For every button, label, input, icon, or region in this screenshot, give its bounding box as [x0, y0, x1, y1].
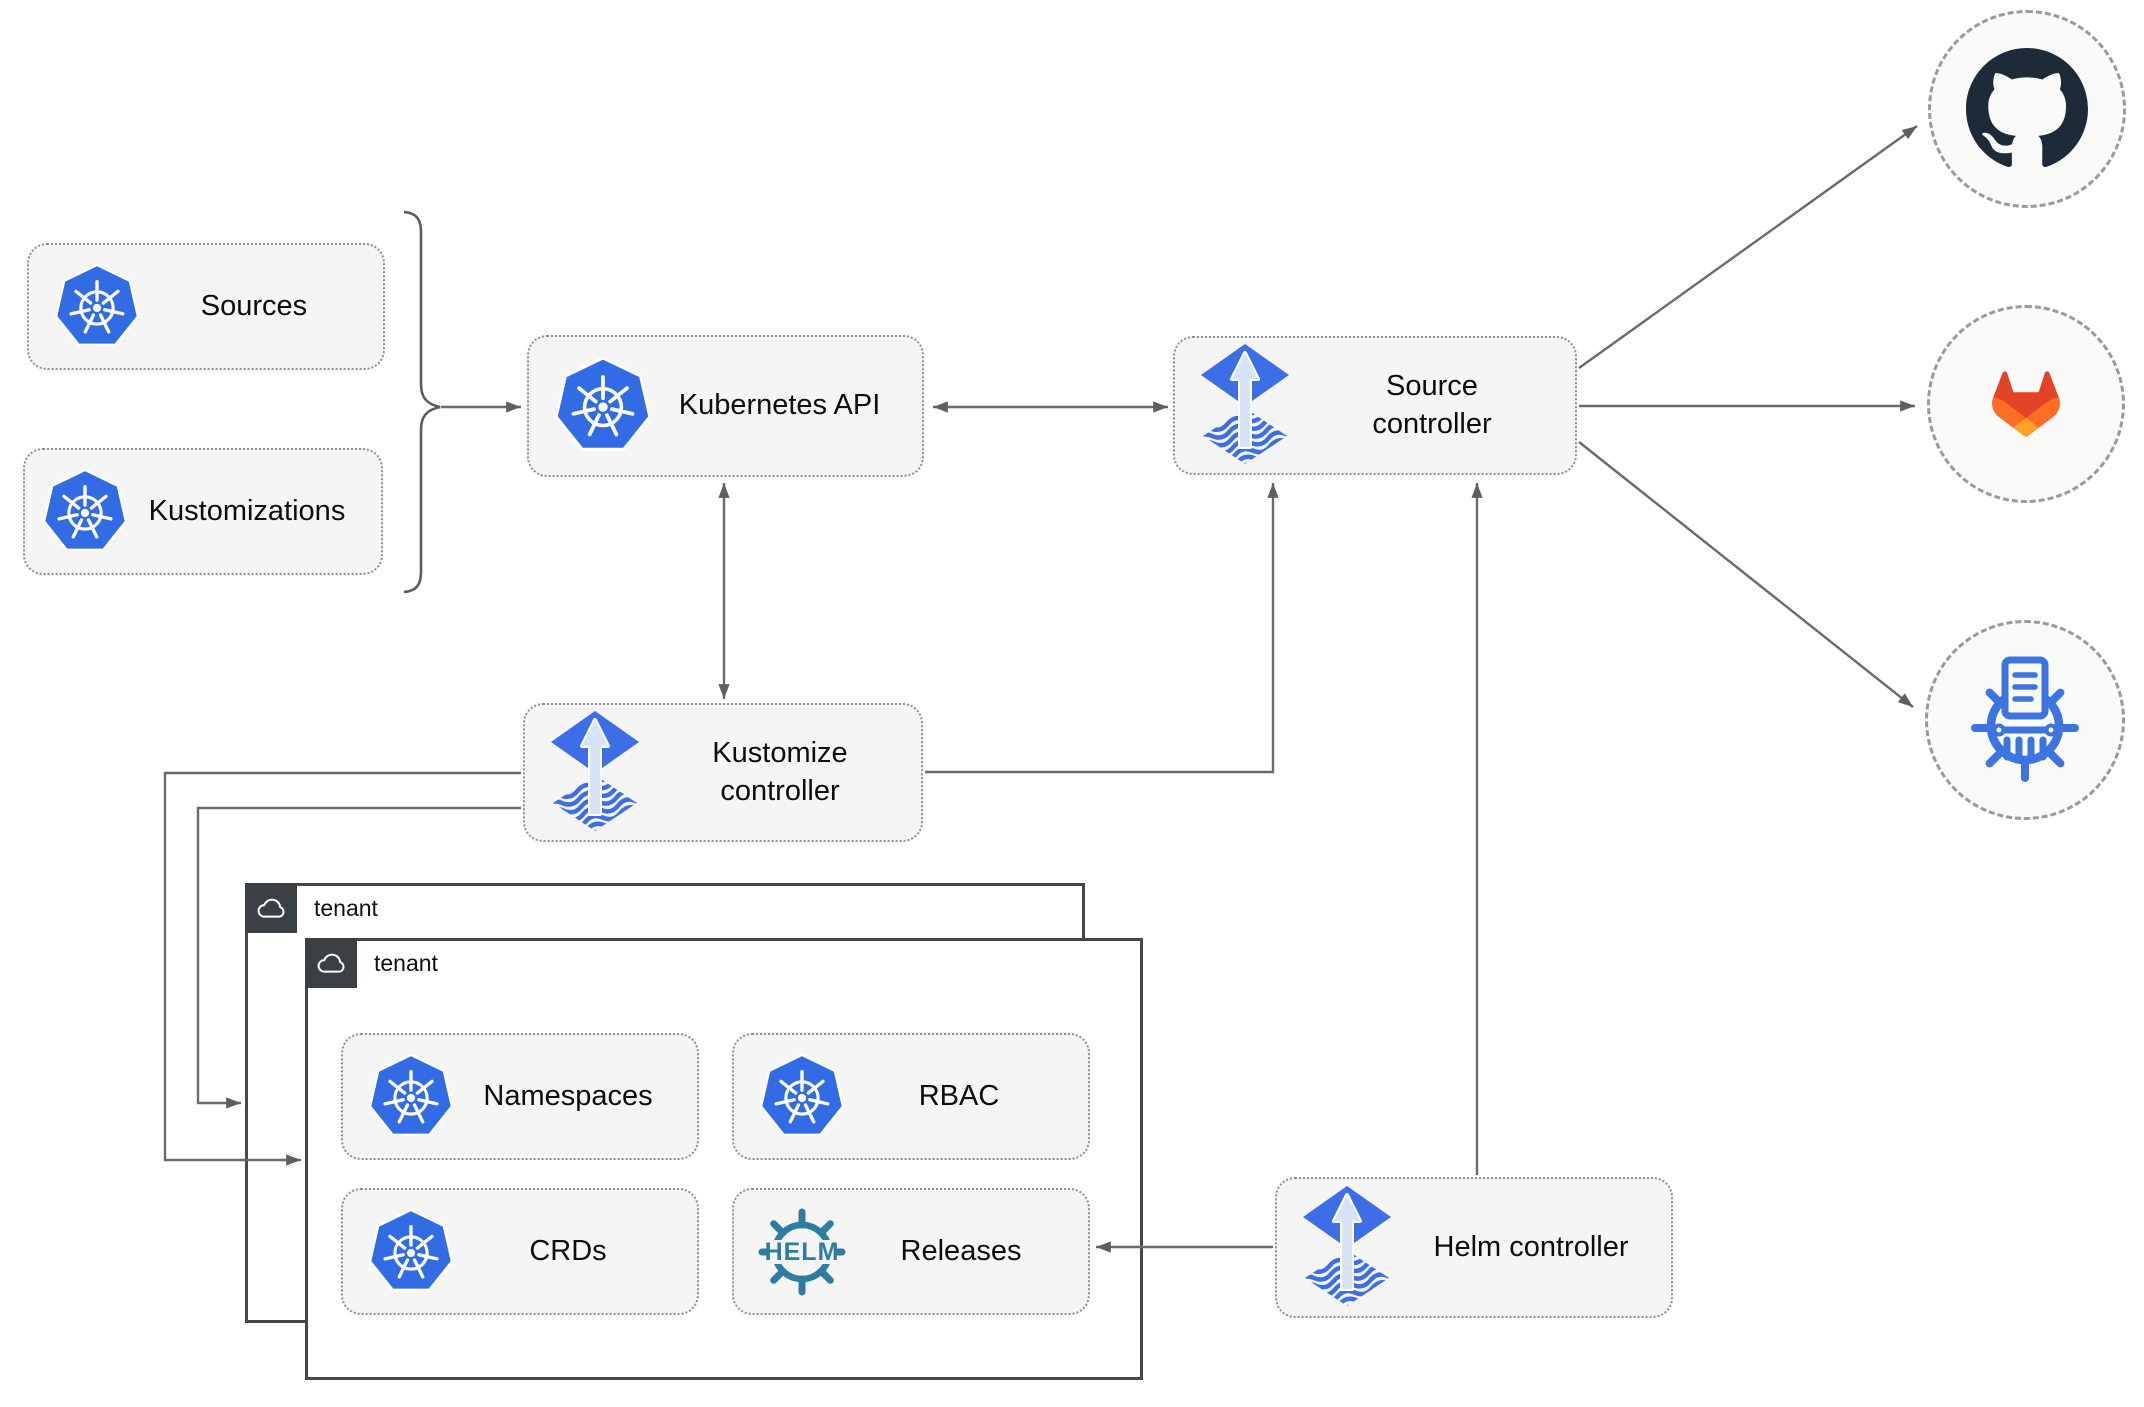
node-label: Kubernetes API: [678, 389, 881, 422]
node-label: Sources: [200, 289, 308, 322]
node-label: RBAC: [918, 1079, 1000, 1112]
helm-icon-text: HELM: [765, 1238, 840, 1266]
gitlab-icon: [1992, 371, 2060, 437]
edge-kustomize-controller-to-source-controller: [925, 483, 1279, 774]
github-icon: [1966, 48, 2088, 167]
kubernetes-icon: [369, 1209, 453, 1295]
gitlab-target: [1927, 305, 2125, 503]
chartmuseum-icon: [1971, 656, 2079, 782]
node-crds: CRDs: [341, 1188, 699, 1315]
node-label: Source controller: [1372, 370, 1492, 440]
kubernetes-icon: [760, 1054, 844, 1140]
edge-source-controller-to-chartmuseum: [1578, 441, 1914, 708]
node-rbac: RBAC: [732, 1033, 1090, 1160]
node-source-controller: Source controller: [1173, 336, 1577, 475]
node-kustomizations: Kustomizations: [23, 448, 383, 575]
node-label: CRDs: [529, 1234, 607, 1267]
kubernetes-icon: [369, 1054, 453, 1140]
tenant-label: tenant: [314, 895, 378, 921]
node-label: Helm controller: [1433, 1230, 1629, 1263]
kubernetes-icon: [555, 357, 651, 455]
cloud-icon: [245, 883, 297, 933]
flux-icon: [1201, 344, 1289, 468]
chartmuseum-target: [1925, 620, 2125, 820]
kubernetes-icon: [55, 264, 139, 350]
node-releases: HELM Releases: [732, 1188, 1090, 1315]
node-label: Kustomize controller: [712, 737, 848, 807]
node-label: Releases: [900, 1234, 1022, 1267]
node-kustomize-controller: Kustomize controller: [523, 703, 923, 842]
helm-wheel-icon: HELM: [756, 1206, 848, 1298]
node-helm-controller: Helm controller: [1275, 1177, 1673, 1318]
grouping-brace: [403, 210, 441, 594]
cloud-icon: [305, 938, 357, 988]
kubernetes-icon: [43, 469, 127, 555]
flux-icon: [551, 711, 639, 835]
tenant-label: tenant: [374, 950, 438, 976]
node-namespaces: Namespaces: [341, 1033, 699, 1160]
node-label: Namespaces: [483, 1079, 653, 1112]
node-kubernetes-api: Kubernetes API: [527, 335, 924, 477]
node-sources: Sources: [27, 243, 385, 370]
node-label: Kustomizations: [148, 494, 346, 527]
flux-icon: [1303, 1186, 1391, 1310]
edge-source-controller-to-github: [1578, 125, 1918, 369]
github-target: [1928, 10, 2126, 208]
